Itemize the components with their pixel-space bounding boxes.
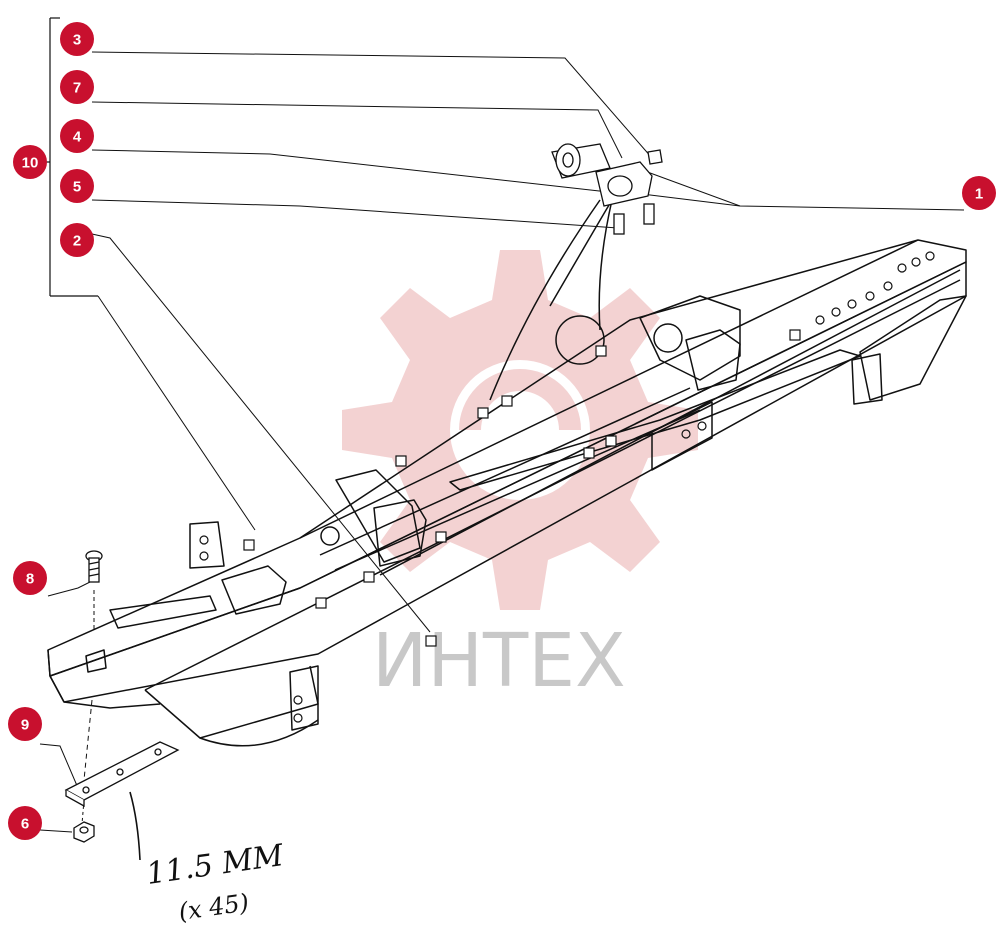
callout-6-label: 6 [21, 816, 29, 833]
handwritten-note-line2: (x 45) [177, 888, 251, 926]
watermark-gear-icon [342, 250, 698, 610]
callout-8[interactable]: 8 [13, 561, 47, 595]
bearing-clamp-assembly [551, 143, 663, 235]
callout-5-label: 5 [73, 179, 81, 196]
callout-7[interactable]: 7 [60, 70, 94, 104]
callout-3-label: 3 [73, 32, 81, 49]
callout-3[interactable]: 3 [60, 22, 94, 56]
callout-9-label: 9 [21, 717, 29, 734]
callout-4-label: 4 [73, 129, 82, 146]
callout-2[interactable]: 2 [60, 223, 94, 257]
shim-plates-item-9 [64, 741, 180, 808]
frame-holes [199, 251, 935, 723]
callout-9[interactable]: 9 [8, 707, 42, 741]
callout-10-label: 10 [22, 155, 39, 172]
callout-4[interactable]: 4 [60, 119, 94, 153]
callout-8-label: 8 [26, 571, 34, 588]
nut-item-6 [73, 821, 95, 843]
handwritten-note-line1: 11.5 MM [144, 838, 287, 892]
callout-10[interactable]: 10 [13, 145, 47, 179]
watermark-text: ИНТЕХ [372, 618, 626, 704]
callout-1[interactable]: 1 [962, 176, 996, 210]
frame-bolts [243, 329, 801, 647]
callout-6[interactable]: 6 [8, 806, 42, 840]
callout-1-label: 1 [975, 186, 983, 203]
callout-7-label: 7 [73, 80, 81, 97]
leader-lines [39, 51, 965, 833]
callout-5[interactable]: 5 [60, 169, 94, 203]
bolt-item-8 [85, 550, 103, 583]
callout-2-label: 2 [73, 233, 81, 250]
handwritten-annotation: 11.5 MM (x 45) [129, 791, 287, 926]
